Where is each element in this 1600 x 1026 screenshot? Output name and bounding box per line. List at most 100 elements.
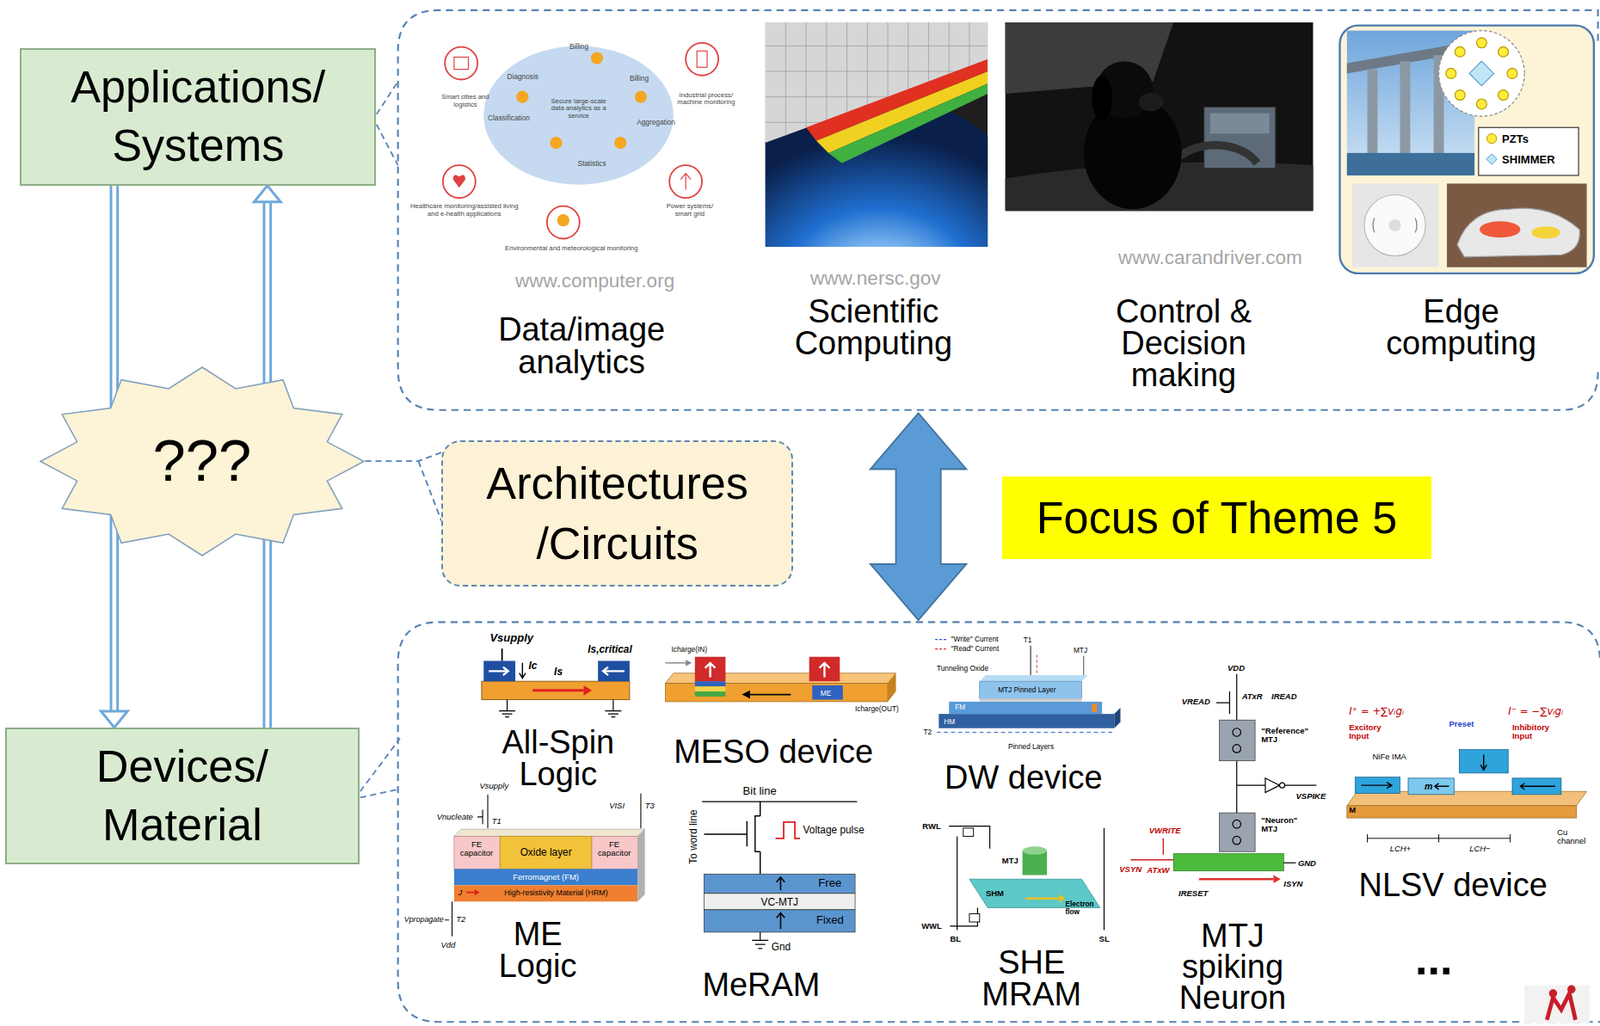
sector-label: Smart cities and logistics	[439, 93, 491, 109]
icon-label: Statistics	[577, 160, 606, 167]
domain-wall-figure	[979, 698, 1083, 702]
domain-wall-figure	[938, 713, 1114, 729]
logo-mark	[1549, 989, 1557, 997]
she-mram-figure	[1022, 846, 1047, 855]
region-outline	[398, 10, 1600, 1022]
domain-wall-figure	[1036, 654, 1038, 676]
signal-name: VISI	[609, 801, 625, 810]
legend-text: SHIMMER	[1501, 153, 1556, 166]
all-spin-logic-figure	[481, 681, 630, 700]
analytics-figure	[454, 56, 469, 69]
edge-computing-panel	[1469, 61, 1494, 86]
edge-computing-panel	[1498, 90, 1509, 101]
me-logic-figure	[444, 793, 641, 937]
icon-label: Aggregation	[636, 118, 676, 126]
edge-computing-panel	[1498, 46, 1509, 57]
all-spin-logic-figure	[501, 648, 504, 661]
car-image	[1204, 107, 1276, 169]
edge-computing-panel	[1340, 25, 1594, 274]
part-name: ATxW	[1146, 866, 1170, 874]
leader-line	[360, 738, 400, 793]
part-name: "Neuron" MTJ	[1261, 816, 1312, 834]
spiking-neuron-figure	[1173, 854, 1284, 872]
she-mram-figure	[963, 828, 974, 837]
spiking-neuron-figure	[1273, 874, 1280, 883]
legend-entry: PZTs	[1485, 132, 1529, 145]
me-logic-figure	[474, 889, 480, 896]
edge-computing-panel	[1364, 195, 1426, 257]
me-logic-figure	[499, 836, 592, 869]
architecture-box: Architectures /Circuits	[441, 440, 794, 587]
all-spin-logic-figure	[597, 660, 630, 682]
part-name: MTJ	[1002, 856, 1019, 865]
part-name: NiFe IMA	[1372, 752, 1406, 761]
part-name: MTJ	[1073, 646, 1088, 654]
all-spin-logic-figure	[519, 663, 526, 679]
edge-computing-panel	[1347, 153, 1475, 176]
layer-name: High-resistivity Material (HRM)	[504, 889, 608, 898]
signal-name: GND	[1298, 859, 1317, 868]
system-level-box: Applications/ Systems	[19, 48, 376, 185]
double-arrow	[870, 412, 967, 621]
line-name: To word line	[689, 809, 700, 864]
nlsv-figure	[1347, 806, 1577, 819]
meram-figure	[703, 873, 856, 894]
analytics-figure	[590, 51, 604, 64]
spiking-neuron-figure	[1130, 838, 1174, 861]
edge-computing-panel	[1532, 226, 1561, 239]
equation: I⁻ = −∑vᵢgᵢ	[1507, 707, 1564, 718]
domain-wall-figure	[1030, 646, 1032, 676]
domain-wall-figure	[1083, 656, 1084, 677]
meram-figure	[701, 801, 857, 949]
legend-sample	[1486, 153, 1497, 165]
domain-wall-figure	[936, 732, 1114, 733]
edge-computing-panel	[1479, 221, 1520, 238]
legend-entry: "Write" Current	[935, 635, 999, 644]
layer-name: Oxide layer	[520, 848, 573, 859]
signal-name: J	[458, 888, 463, 897]
application-caption: Control & Decision making	[1081, 295, 1286, 393]
analytics-figure	[696, 50, 708, 68]
device-caption: MTJ spiking Neuron	[1156, 920, 1310, 1014]
she-mram-figure	[1025, 898, 1059, 900]
source-url: www.nersc.gov	[810, 269, 941, 290]
icon-label: Diagnosis	[507, 73, 539, 80]
dimension: LCH−	[1469, 844, 1490, 853]
legend-text: PZTs	[1501, 133, 1529, 145]
me-logic-figure	[591, 836, 638, 869]
logo-mark	[1524, 985, 1590, 1024]
layer-name: ME	[820, 689, 831, 697]
analytics-figure	[614, 136, 627, 149]
legend-sample	[1485, 132, 1498, 145]
signal-name: Vsupply	[489, 632, 534, 644]
meram-figure	[751, 932, 769, 949]
legend-entry: "Read" Current	[935, 645, 1000, 653]
legend-sample	[1485, 153, 1498, 166]
she-mram-figure	[1058, 894, 1065, 903]
dimension: LCH+	[1390, 844, 1411, 853]
analytics-figure	[516, 91, 529, 104]
all-spin-logic-figure	[584, 685, 592, 696]
icon-label: Billing	[629, 74, 649, 82]
layer-name: HM	[943, 718, 955, 726]
edge-computing-panel	[1388, 219, 1401, 232]
layer-name: FM	[954, 703, 966, 711]
spiking-neuron-figure	[1130, 674, 1317, 884]
legend-text: "Read" Current	[951, 645, 1000, 653]
source-url: www.computer.org	[515, 271, 675, 292]
box-title: Architectures /Circuits	[451, 453, 784, 575]
she-mram-figure	[948, 826, 1104, 931]
application-caption: Edge computing	[1353, 295, 1569, 360]
legend-sample	[1487, 134, 1497, 144]
leader-line	[360, 789, 399, 798]
spiking-neuron-figure	[1265, 778, 1280, 794]
line-name: BL	[949, 935, 961, 943]
pin-name: Gnd	[771, 942, 791, 954]
analytics-figure	[443, 165, 476, 198]
me-logic-figure	[466, 892, 474, 894]
meram-figure	[701, 800, 857, 802]
layer-name: SHM	[985, 889, 1004, 898]
pin-name: T1	[1023, 636, 1033, 644]
signal-name: Vnucleate	[436, 812, 474, 821]
